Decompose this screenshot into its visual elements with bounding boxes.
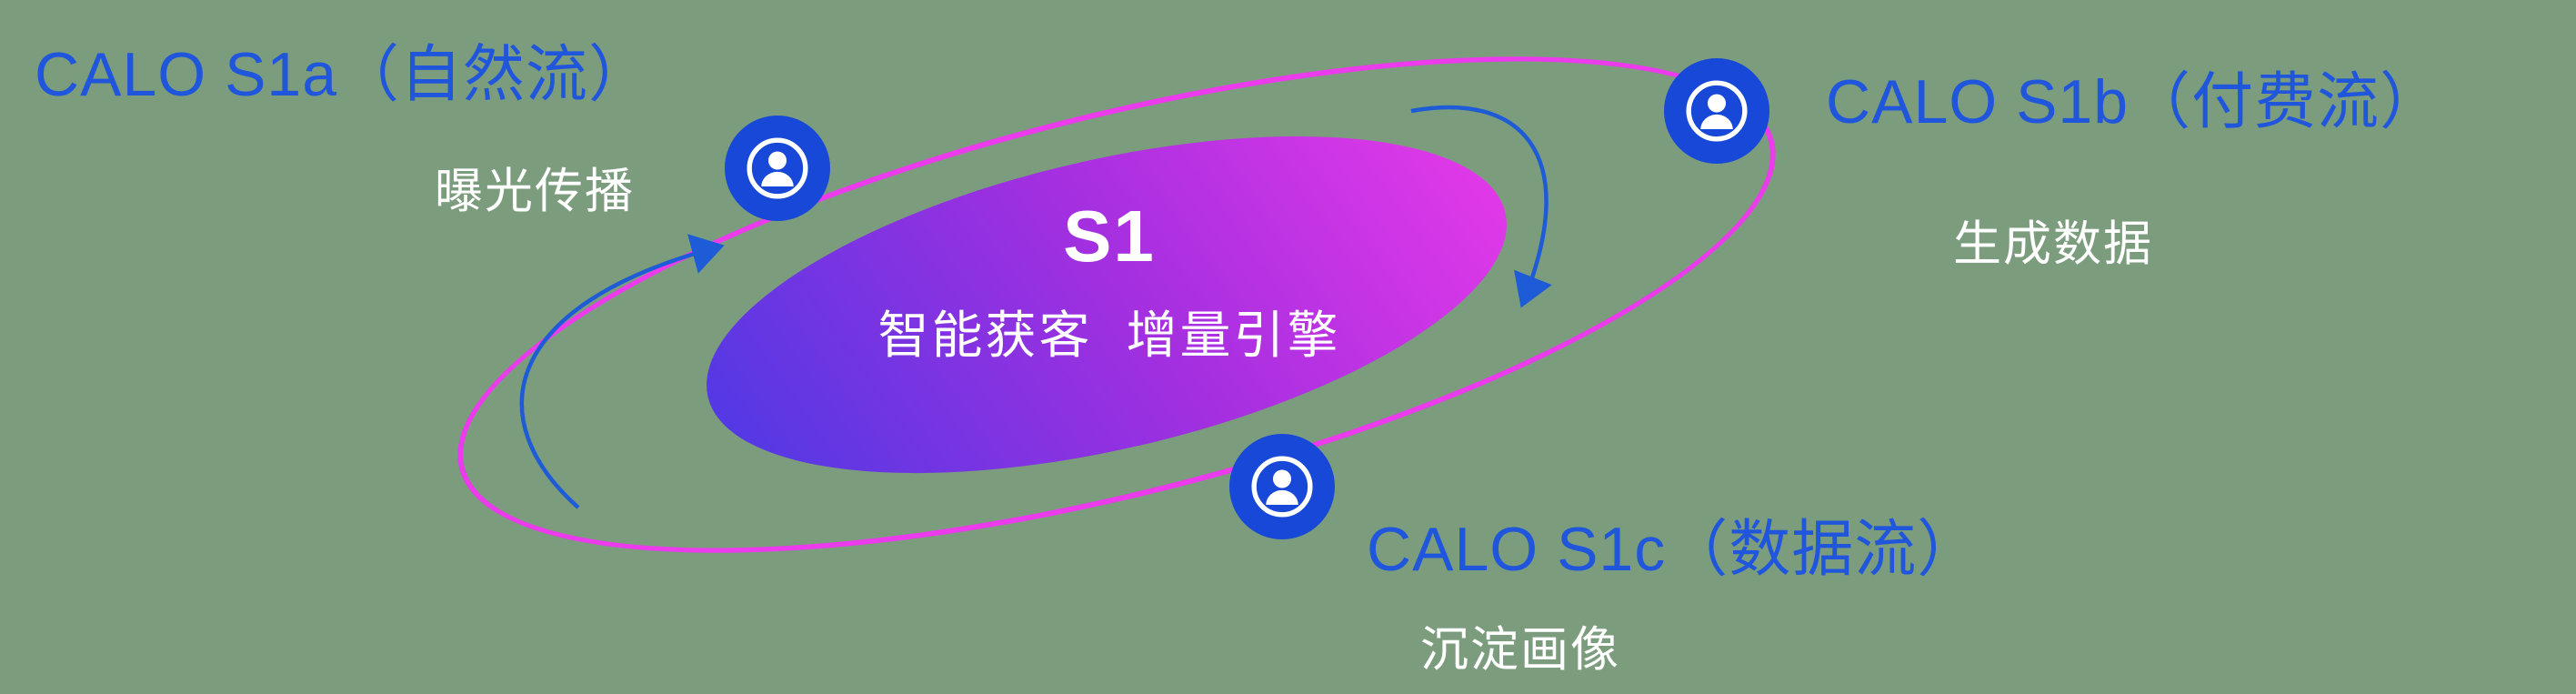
sublabel-s1a: 曝光传播 [435, 165, 635, 218]
center-subtitle: 智能获客 增量引擎 [877, 307, 1341, 364]
label-s1c: CALO S1c（数据流） [1367, 515, 1980, 584]
node-s1a [725, 116, 830, 221]
center-title: S1 [1063, 196, 1156, 277]
node-s1c [1229, 434, 1335, 539]
user-icon [747, 137, 808, 199]
user-icon [1251, 456, 1313, 518]
node-s1b [1664, 58, 1769, 164]
label-s1b: CALO S1b（付费流） [1826, 67, 2443, 136]
sublabel-s1b: 生成数据 [1953, 217, 2153, 271]
label-s1a: CALO S1a（自然流） [35, 40, 652, 109]
user-icon [1686, 80, 1748, 142]
sublabel-s1c: 沉淀画像 [1420, 623, 1620, 677]
